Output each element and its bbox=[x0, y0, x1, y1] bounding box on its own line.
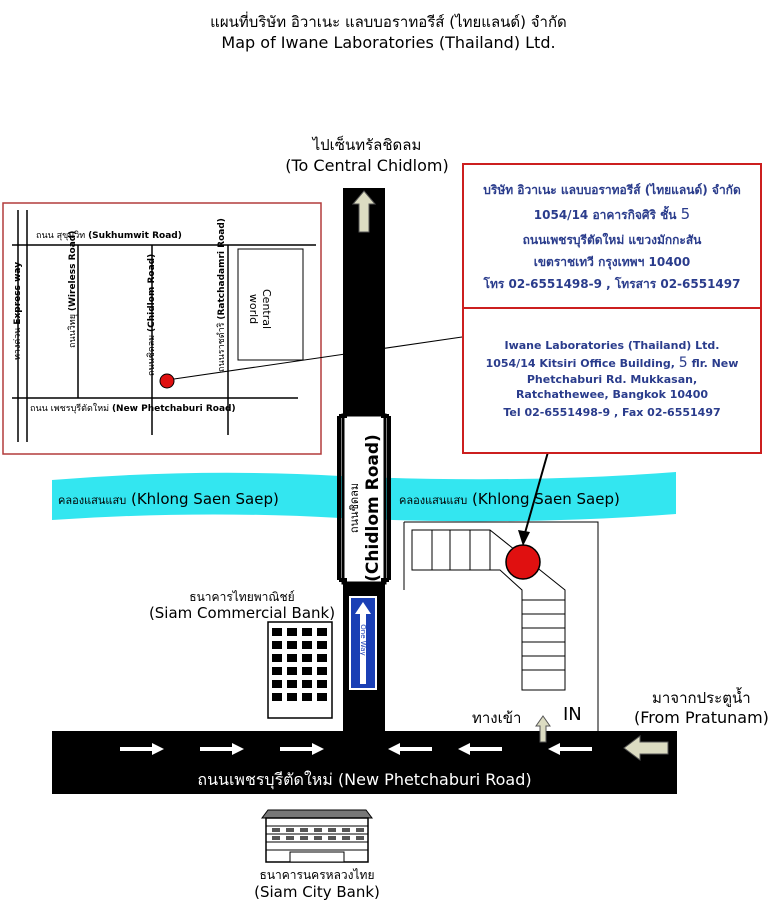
inset-central-world bbox=[237, 248, 304, 361]
address-en-line4: Ratchathewee, Bangkok 10400 bbox=[515, 388, 709, 401]
main-road-label: ถนนเพชรบุรีตัดใหม่ (New Phetchaburi Road… bbox=[197, 770, 532, 789]
address-th-line1: บริษัท อิวาเนะ แลบบอราทอรีส์ (ไทยแลนด์) … bbox=[483, 183, 741, 197]
address-th-line5: โทร 02-6551498-9 , โทรสาร 02-6551497 bbox=[483, 277, 741, 291]
office-building bbox=[411, 529, 566, 691]
address-box-english: Iwane Laboratories (Thailand) Ltd. 1054/… bbox=[462, 307, 762, 454]
inset-newphet-label: ถนน เพชรบุรีตัดใหม่ (New Phetchaburi Roa… bbox=[30, 404, 236, 414]
entrance-label-thai: ทางเข้า bbox=[472, 709, 522, 727]
pratunam-label-thai: มาจากประตูน้ำ bbox=[652, 689, 751, 707]
inset-roads bbox=[12, 210, 316, 442]
chidlom-road-bridge bbox=[341, 413, 387, 585]
address-en-line1: Iwane Laboratories (Thailand) Ltd. bbox=[504, 339, 720, 352]
inset-sukhumvit-label: ถนน สุขุมวิท (Sukhumwit Road) bbox=[36, 231, 182, 241]
bridge-bracket-left bbox=[337, 414, 347, 582]
address-en-line5: Tel 02-6551498-9 , Fax 02-6551497 bbox=[503, 406, 721, 419]
new-phetchaburi-road bbox=[52, 731, 677, 794]
chidlom-road-label: ถนนชิดลม (Chidlom Road) bbox=[348, 434, 383, 582]
canal-label-right: คลองแสนแสบ (Khlong Saen Saep) bbox=[399, 490, 620, 508]
one-way-label: One Way bbox=[359, 624, 367, 656]
north-arrow bbox=[351, 190, 377, 233]
title-thai: แผนที่บริษัท อิวาเนะ แลบบอราทอรีส์ (ไทยแ… bbox=[210, 13, 567, 31]
inset-location-marker bbox=[159, 373, 175, 389]
one-way-arrow bbox=[355, 602, 371, 684]
address-th-line3: ถนนเพชรบุรีตัดใหม่ แขวงมักกะสัน bbox=[522, 233, 702, 247]
entrance-arrow bbox=[535, 715, 551, 743]
inset-wireless-label: ถนนวิทยุ (Wireless Road) bbox=[68, 230, 78, 348]
inset-central-world-label: Central world bbox=[247, 289, 273, 330]
location-pointer-head bbox=[518, 530, 530, 546]
office-compound bbox=[403, 521, 599, 732]
traffic-arrows-eastbound bbox=[120, 743, 324, 755]
address-box-thai: บริษัท อิวาเนะ แลบบอราทอรีส์ (ไทยแลนด์) … bbox=[462, 163, 762, 311]
scb-label-english: (Siam Commercial Bank) bbox=[148, 604, 336, 622]
north-label-thai: ไปเซ็นทรัลชิดลม bbox=[312, 136, 422, 154]
address-th-line4: เขตราชเทวี กรุงเทพฯ 10400 bbox=[533, 255, 691, 269]
inset-chidlom-label: ถนนชิดลม (Chidlom Road) bbox=[147, 253, 157, 376]
inset-pointer bbox=[173, 336, 463, 380]
title-english: Map of Iwane Laboratories (Thailand) Ltd… bbox=[221, 33, 556, 52]
north-label-english: (To Central Chidlom) bbox=[285, 156, 449, 175]
address-en-line2: 1054/14 Kitsiri Office Building, 5 flr. … bbox=[485, 355, 739, 371]
bridge-bracket-right bbox=[381, 414, 391, 582]
pratunam-label-english: (From Pratunam) bbox=[634, 708, 769, 727]
location-marker bbox=[505, 544, 541, 580]
inset-ratchadamri-label: ถนนราชดำริ (Ratchadamri Road) bbox=[217, 218, 227, 372]
from-pratunam-arrow bbox=[623, 735, 669, 761]
scib-label-thai: ธนาคารนครหลวงไทย bbox=[259, 868, 375, 882]
scb-label-thai: ธนาคารไทยพาณิชย์ bbox=[189, 590, 295, 604]
scb-building bbox=[267, 621, 333, 719]
location-pointer bbox=[522, 451, 549, 541]
address-th-line2: 1054/14 อาคารกิจศิริ ชั้น 5 bbox=[533, 205, 691, 223]
entrance-label-english: IN bbox=[563, 704, 582, 725]
canal-label-left: คลองแสนแสบ (Khlong Saen Saep) bbox=[58, 490, 279, 508]
office-building-grid bbox=[431, 530, 565, 671]
scib-label-english: (Siam City Bank) bbox=[254, 883, 380, 901]
inset-expressway-label: ทางด่วน Express way bbox=[13, 261, 23, 360]
scib-building bbox=[261, 809, 373, 863]
traffic-arrows-westbound bbox=[388, 743, 592, 755]
address-en-line3: Phetchaburi Rd. Mukkasan, bbox=[526, 373, 698, 386]
